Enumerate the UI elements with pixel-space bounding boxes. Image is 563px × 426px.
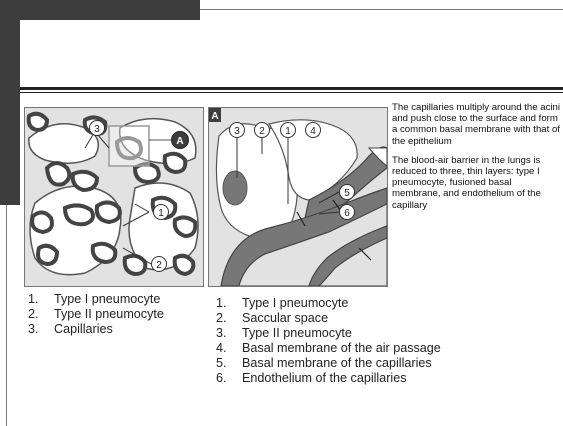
- list-item: 2.Type II pneumocyte: [24, 307, 164, 322]
- list-item: 1.Type I pneumocyte: [24, 292, 164, 307]
- blood-air-barrier-svg: A 3 2 1 4 5 6: [209, 108, 387, 286]
- side-description: The capillaries multiply around the acin…: [392, 102, 560, 219]
- alveoli-overview-svg: 3 A 1 2: [25, 108, 203, 286]
- list-item: 2.Saccular space: [212, 311, 441, 326]
- callout-5: 5: [344, 188, 350, 199]
- decor-left-thin-line: [6, 205, 7, 426]
- blood-air-barrier-illustration: A 3 2 1 4 5 6: [208, 107, 388, 287]
- list-item: 4.Basal membrane of the air passage: [212, 341, 441, 356]
- callout-6: 6: [344, 208, 350, 219]
- list-item: 5.Basal membrane of the capillaries: [212, 356, 441, 371]
- callout-2: 2: [259, 126, 265, 137]
- callout-3: 3: [94, 124, 100, 135]
- list-item: 1.Type I pneumocyte: [212, 296, 441, 311]
- list-item: 6.Endothelium of the capillaries: [212, 371, 441, 386]
- list-item: 3.Capillaries: [24, 322, 164, 337]
- decor-top-bar: [0, 0, 200, 20]
- decor-horizontal-rule: [20, 87, 563, 90]
- callout-4: 4: [310, 126, 316, 137]
- decor-left-bar: [0, 0, 20, 205]
- decor-horizontal-rule-thin: [20, 92, 563, 93]
- callout-3: 3: [234, 126, 240, 137]
- decor-thin-top-line: [200, 9, 563, 10]
- callout-A: A: [176, 136, 183, 147]
- callout-2: 2: [156, 260, 162, 271]
- list-item: 3.Type II pneumocyte: [212, 326, 441, 341]
- corner-label-A: A: [211, 111, 218, 122]
- side-paragraph-2: The blood-air barrier in the lungs is re…: [392, 155, 560, 211]
- callout-1: 1: [158, 208, 164, 219]
- alveoli-overview-illustration: 3 A 1 2: [24, 107, 204, 287]
- side-paragraph-1: The capillaries multiply around the acin…: [392, 102, 560, 147]
- legend-list-left: 1.Type I pneumocyte 2.Type II pneumocyte…: [24, 292, 164, 337]
- callout-1: 1: [285, 126, 291, 137]
- legend-list-right: 1.Type I pneumocyte 2.Saccular space 3.T…: [212, 296, 441, 386]
